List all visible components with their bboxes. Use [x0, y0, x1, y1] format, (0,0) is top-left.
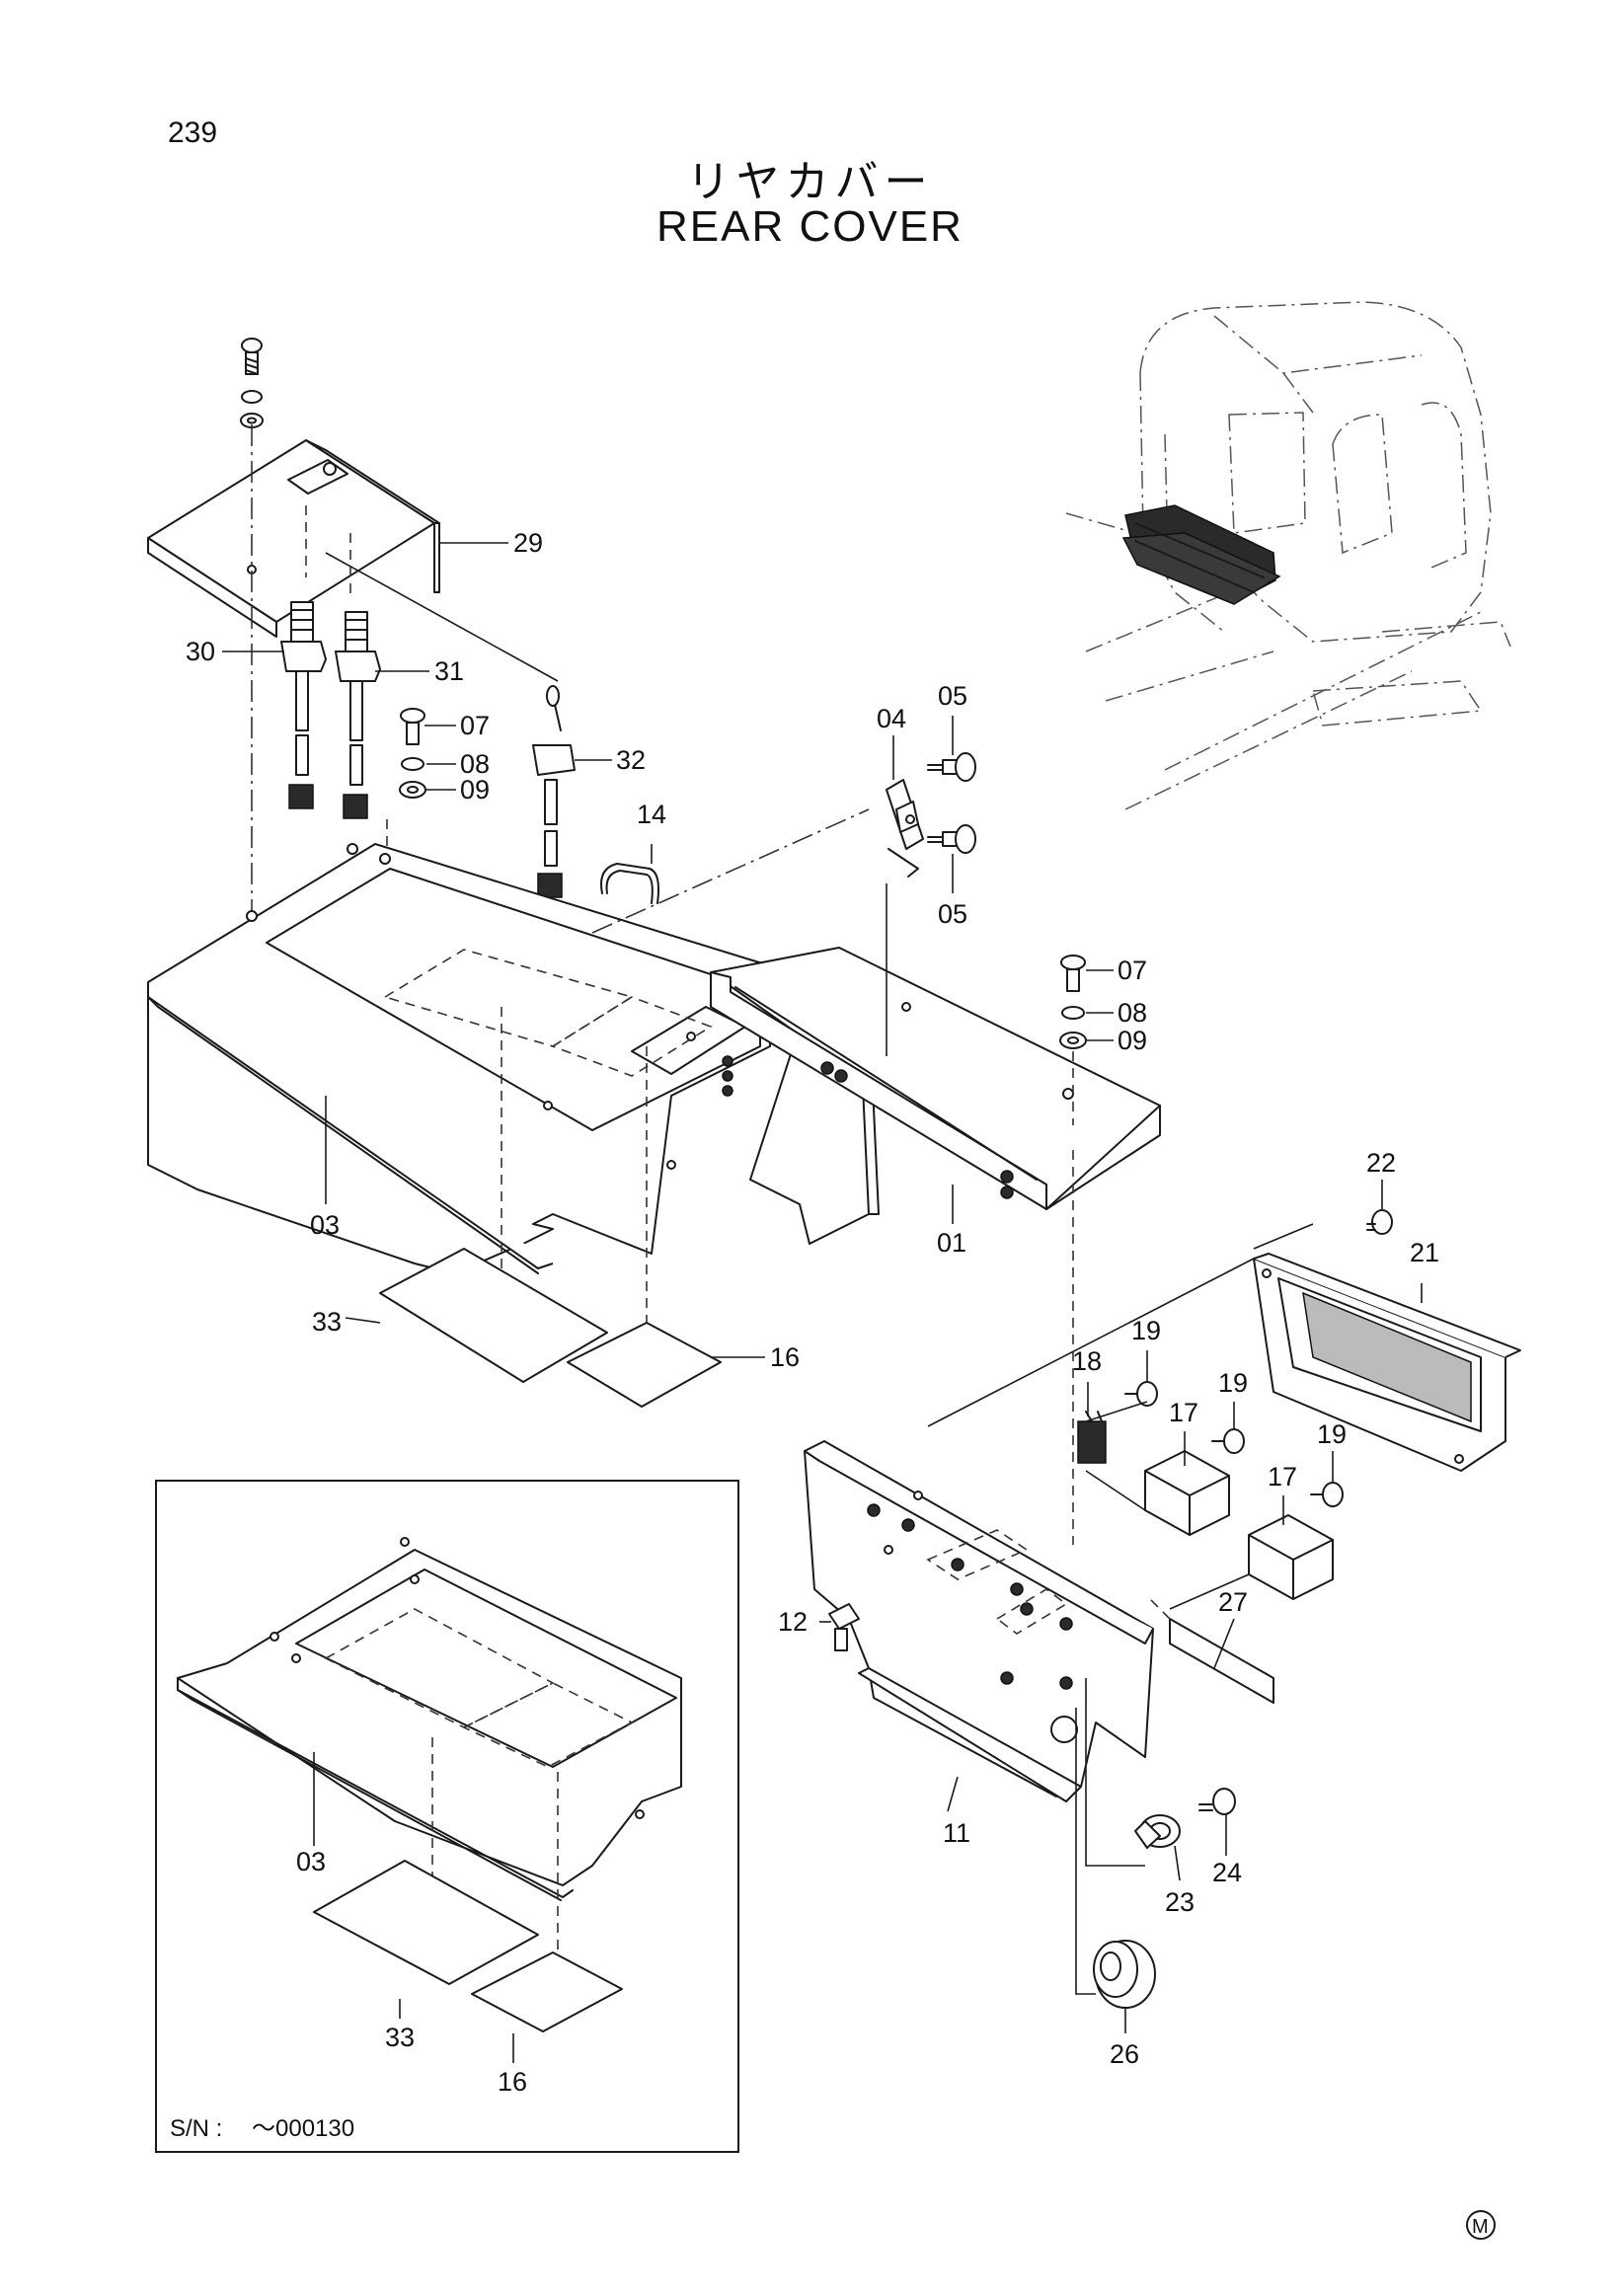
- serial-label: S/N :: [170, 2115, 222, 2142]
- hinge-04: [886, 779, 924, 878]
- callout-leaders: [222, 542, 1423, 2033]
- sheet-16: [567, 1322, 722, 1408]
- callout-33-inset: 33: [385, 2023, 415, 2052]
- callout-16-main: 16: [770, 1342, 800, 1372]
- callout-16-inset: 16: [498, 2067, 527, 2097]
- callout-09-upper: 09: [460, 775, 490, 804]
- switch-bracket-29: [147, 439, 440, 638]
- switch-17b: [1248, 1514, 1334, 1600]
- callout-26: 26: [1110, 2039, 1139, 2069]
- callout-05-upper: 05: [938, 681, 967, 711]
- callout-24: 24: [1212, 1858, 1242, 1887]
- callout-29: 29: [513, 528, 543, 558]
- callout-17-a: 17: [1169, 1398, 1198, 1427]
- clamp-23: [1134, 1814, 1181, 1849]
- connector-18: [1077, 1411, 1107, 1464]
- bolt-05-upper: [927, 752, 976, 782]
- title-english: REAR COVER: [656, 202, 964, 251]
- rear-light-21: [1253, 1253, 1521, 1472]
- maker-mark-badge: M: [1466, 2210, 1496, 2240]
- screw-19a: [1124, 1381, 1158, 1407]
- maker-mark: M: [1472, 2216, 1489, 2238]
- screw-washer-set-right: [1059, 955, 1087, 1049]
- serial-number-inset: 03 33 16 S/N : ～000130: [155, 1480, 739, 2153]
- screw-22: [1366, 1209, 1393, 1235]
- support-channel-01: [710, 947, 1161, 1210]
- inset-floor-plate-03: [177, 1537, 682, 1901]
- callout-32: 32: [616, 745, 646, 775]
- floor-plate-03: [147, 843, 880, 1274]
- screw-19c: [1310, 1482, 1344, 1507]
- screw-stack-top: [240, 338, 264, 428]
- bolt-05-lower: [927, 824, 976, 854]
- handle-14: [600, 863, 659, 904]
- callout-05-lower: 05: [938, 899, 967, 929]
- page-number: 239: [168, 116, 218, 149]
- screw-24: [1198, 1788, 1236, 1815]
- callout-07-upper: 07: [460, 711, 490, 740]
- callout-14: 14: [637, 800, 666, 829]
- grommet-26: [1093, 1940, 1156, 2009]
- callout-labels: 29 30 31 07 08 09 32 14 04 05 05 07 08 0…: [186, 528, 1439, 2069]
- tape-27: [1169, 1618, 1274, 1704]
- bolt-12: [828, 1603, 860, 1651]
- callout-03-main: 03: [310, 1210, 340, 1240]
- callout-23: 23: [1165, 1887, 1195, 1917]
- mounting-plate-11: [804, 1440, 1154, 1802]
- inset-sheet-33: [313, 1860, 539, 1985]
- callout-18: 18: [1072, 1346, 1102, 1376]
- title-japanese: リヤカバー: [686, 157, 934, 207]
- screw-19b: [1211, 1428, 1245, 1454]
- push-switch-30: [280, 601, 327, 809]
- callout-11: 11: [943, 1818, 970, 1848]
- callout-21: 21: [1410, 1238, 1439, 1267]
- callout-19-a: 19: [1131, 1316, 1161, 1345]
- callout-27: 27: [1218, 1587, 1248, 1617]
- switch-17a: [1144, 1450, 1230, 1536]
- callout-04: 04: [877, 704, 906, 733]
- callout-03-inset: 03: [296, 1847, 326, 1876]
- toggle-switch-32: [532, 685, 576, 898]
- callout-12: 12: [778, 1607, 808, 1637]
- callout-19-c: 19: [1317, 1419, 1347, 1449]
- sheet-33: [379, 1248, 608, 1383]
- callout-33-main: 33: [312, 1307, 342, 1337]
- callout-22: 22: [1366, 1148, 1396, 1178]
- callout-17-b: 17: [1268, 1462, 1297, 1492]
- inset-sheet-16: [471, 1952, 623, 2032]
- callout-19-b: 19: [1218, 1368, 1248, 1398]
- machine-overview-sketch: [1065, 301, 1511, 810]
- callout-30: 30: [186, 637, 215, 666]
- serial-range: ～000130: [252, 2115, 354, 2142]
- callout-09-right: 09: [1118, 1026, 1147, 1055]
- screw-washer-set-upper: [399, 708, 426, 799]
- callout-08-upper: 08: [460, 749, 490, 779]
- callout-31: 31: [434, 656, 464, 686]
- callout-07-right: 07: [1118, 956, 1147, 985]
- callout-01: 01: [937, 1228, 966, 1258]
- push-switch-31: [335, 611, 381, 819]
- callout-08-right: 08: [1118, 998, 1147, 1028]
